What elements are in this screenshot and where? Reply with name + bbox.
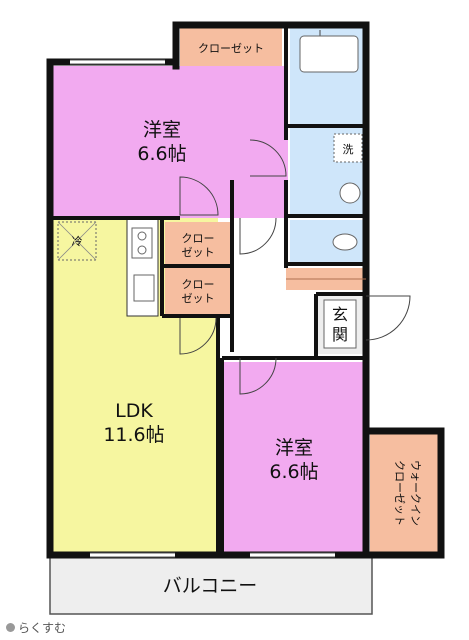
watermark: らくすむ xyxy=(6,619,66,636)
fridge-box xyxy=(57,221,97,261)
walkin-closet xyxy=(370,434,438,552)
walkin-line1: ウォークイン xyxy=(409,460,422,526)
western-top-size: 6.6帖 xyxy=(137,143,186,165)
ldk-name: LDK xyxy=(115,400,153,422)
closet-mid-2 xyxy=(165,268,231,314)
closet-mid-1 xyxy=(165,222,231,264)
bathtub xyxy=(299,35,359,73)
entrance-line2: 関 xyxy=(332,325,348,344)
entrance-label-box xyxy=(323,299,357,349)
closet-mid-1-line2: ゼット xyxy=(182,246,215,259)
balcony-label: バルコニー xyxy=(163,575,258,597)
washer-box xyxy=(333,133,363,163)
closet-top xyxy=(180,28,282,66)
closet-mid-2-line1: クロー xyxy=(182,278,215,291)
closet-mid-2-line2: ゼット xyxy=(182,292,215,305)
entrance-line1: 玄 xyxy=(332,305,348,324)
closet-top-label: クローゼット xyxy=(198,42,264,55)
ldk-size: 11.6帖 xyxy=(103,424,164,446)
windows xyxy=(70,59,335,558)
watermark-text: らくすむ xyxy=(18,621,67,635)
fridge-mark: 冷 xyxy=(72,235,83,248)
inner-walls xyxy=(53,28,366,552)
kitchen-sink xyxy=(133,274,155,302)
toilet xyxy=(332,233,358,251)
balcony-area xyxy=(49,555,373,615)
western-bottom-size: 6.6帖 xyxy=(269,461,318,483)
western-room-top xyxy=(53,66,288,218)
walkin-line2: クローゼット xyxy=(393,460,406,526)
sink xyxy=(339,182,361,204)
stove xyxy=(131,227,153,259)
watermark-logo-icon xyxy=(6,623,15,632)
closet-mid-1-line1: クロー xyxy=(182,232,215,245)
washer-mark: 洗 xyxy=(343,143,354,156)
door-swings xyxy=(179,30,411,395)
western-bottom-name: 洋室 xyxy=(275,437,313,459)
western-top-name: 洋室 xyxy=(143,119,181,141)
